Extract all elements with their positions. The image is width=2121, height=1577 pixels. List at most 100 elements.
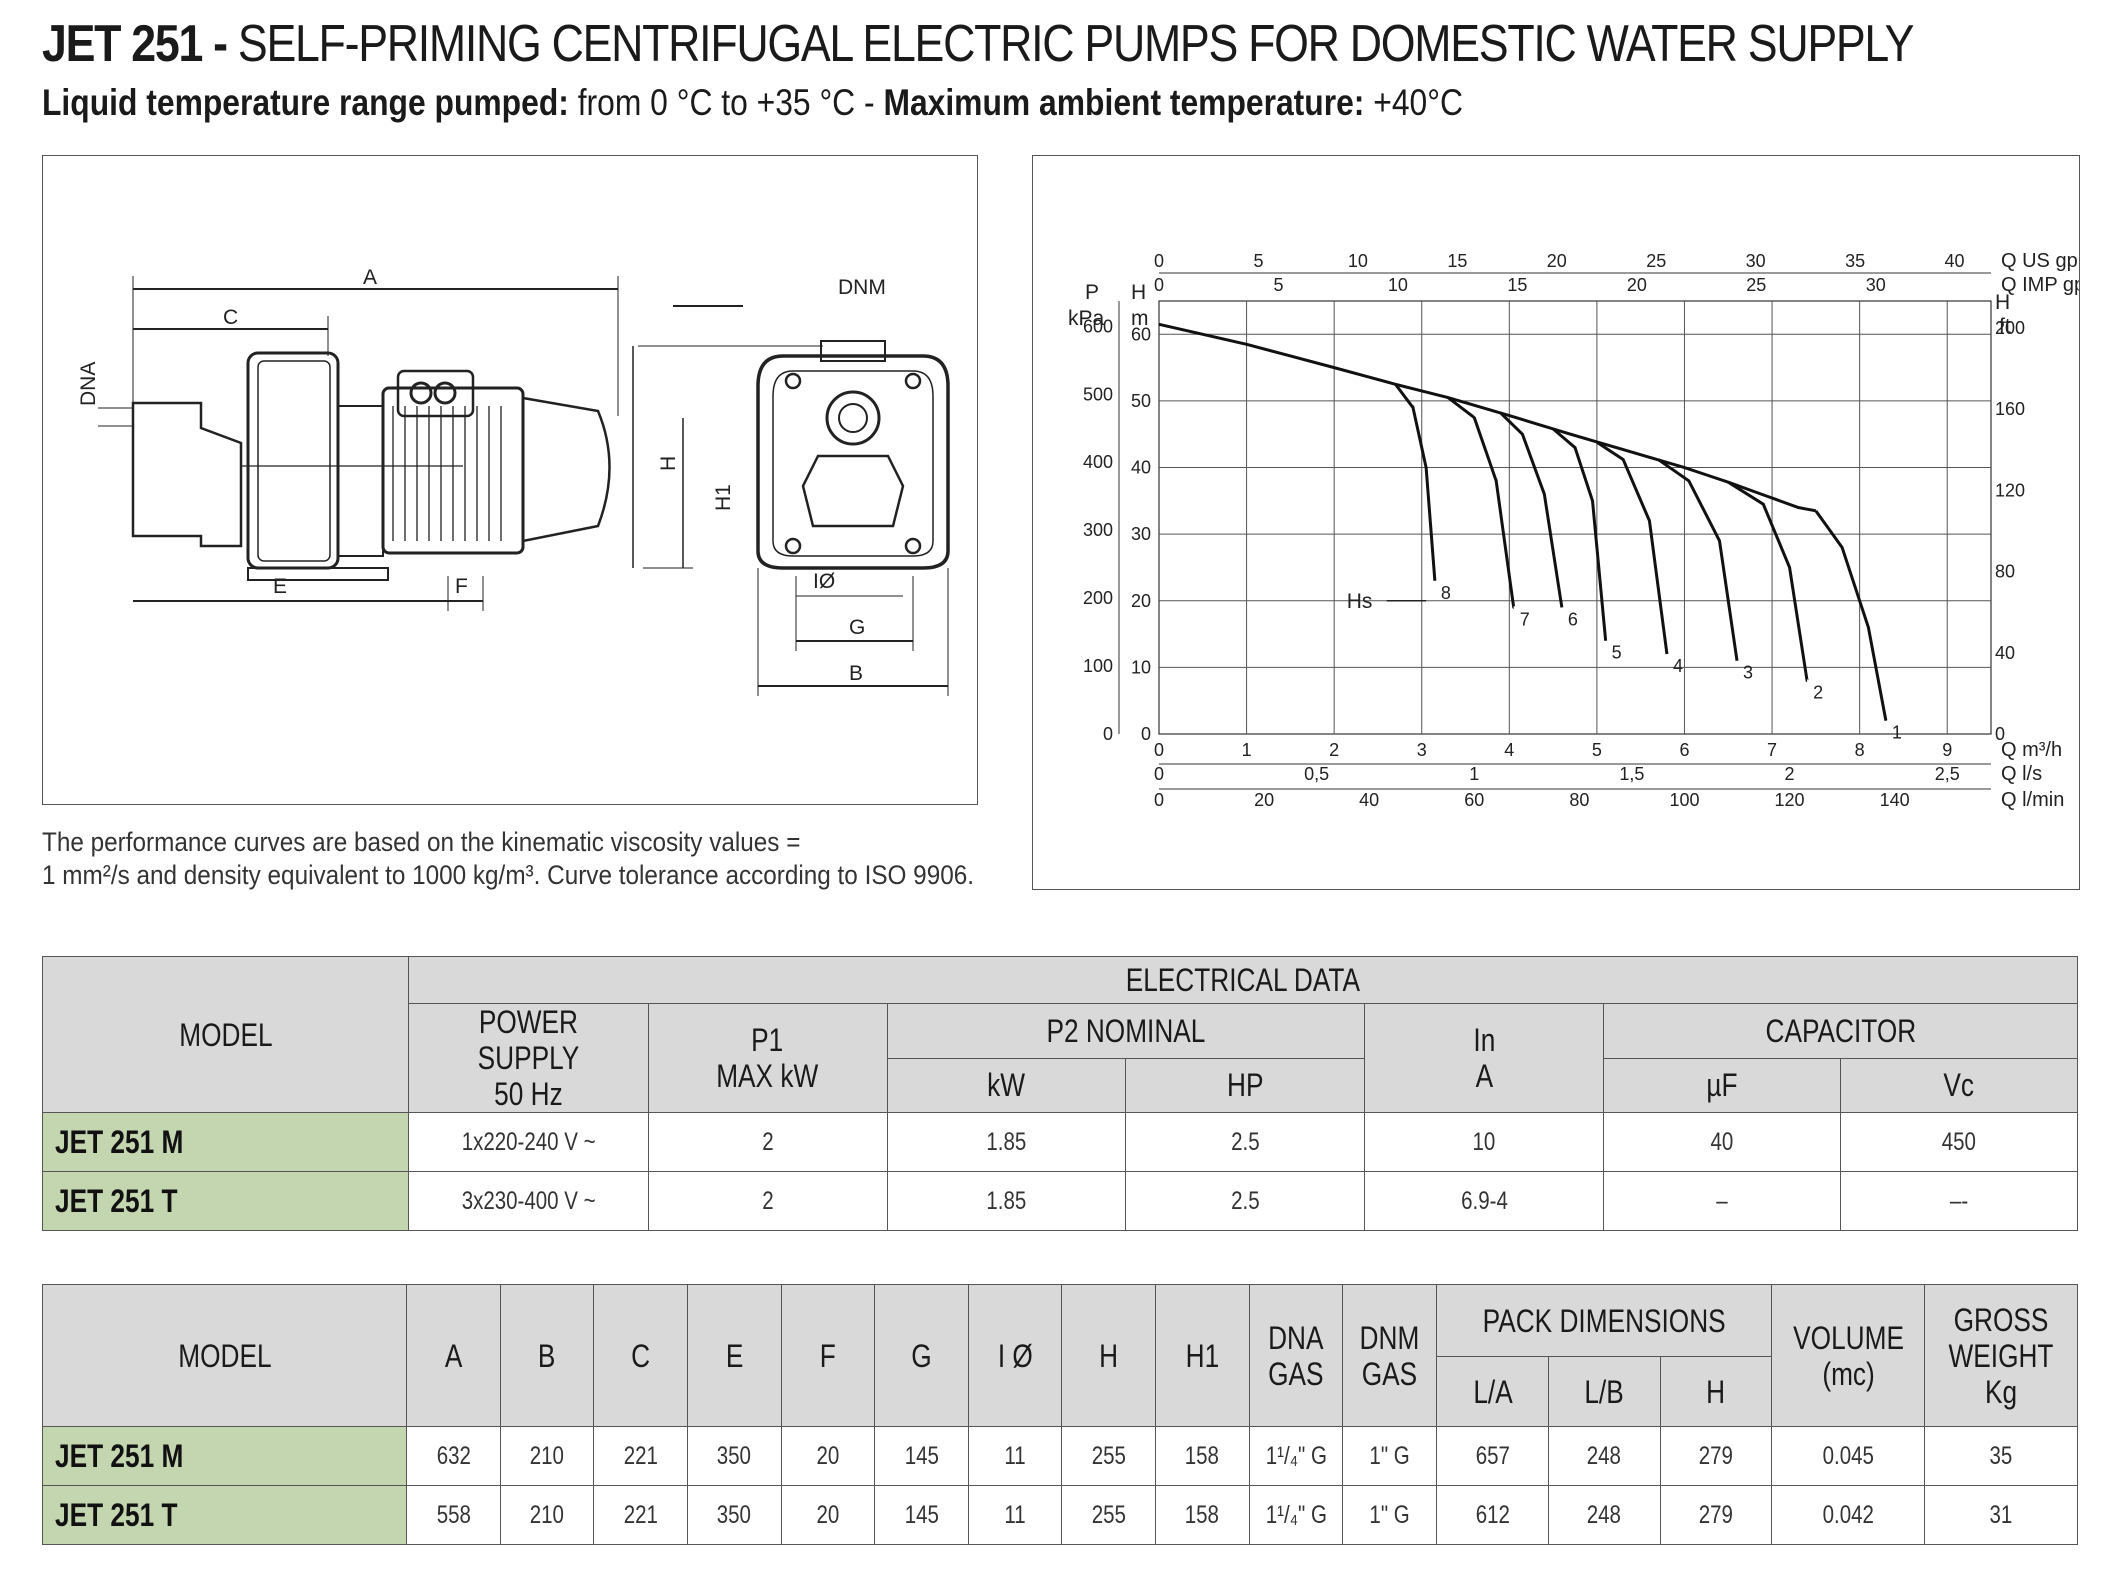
col-header-hp: HP (1125, 1057, 1366, 1113)
col-header-vc: Vc (1840, 1057, 2078, 1113)
dimension-drawing-panel: A C DNA E F DNM H H1 IØ G B (42, 155, 978, 805)
cell-dim: 210 (499, 1485, 595, 1545)
y-tick-kpa: 300 (1083, 520, 1113, 540)
curve-8 (1394, 383, 1437, 581)
cell-dim: 11 (967, 1485, 1063, 1545)
cell-volume: 0.045 (1771, 1426, 1926, 1486)
x-tick-impgpm: 25 (1746, 275, 1766, 295)
cell-pack: 248 (1547, 1485, 1661, 1545)
x-label-lmin: Q l/min (2001, 789, 2064, 811)
x-tick-lmin: 40 (1359, 790, 1379, 810)
curve-2 (1727, 480, 1809, 681)
cell-dim: 158 (1154, 1485, 1250, 1545)
cell-dim: 350 (687, 1426, 782, 1486)
cell-dna: 1¹/₄" G (1248, 1426, 1344, 1486)
cell-volume: 0.042 (1771, 1485, 1926, 1545)
x-tick-m3h: 7 (1767, 740, 1777, 760)
y-tick-kpa: 100 (1083, 656, 1113, 676)
note-line-2: 1 mm²/s and density equivalent to 1000 k… (42, 860, 974, 890)
x-tick-m3h: 2 (1329, 740, 1339, 760)
cell-dim: 255 (1061, 1426, 1156, 1486)
cell-vc: 450 (1840, 1112, 2078, 1172)
col-header-kw: kW (886, 1057, 1127, 1113)
y-tick-m: 60 (1131, 324, 1151, 344)
col-header-model: MODEL (41, 1284, 408, 1427)
x-tick-m3h: 6 (1679, 740, 1689, 760)
x-label-impgpm: Q IMP gpm (2001, 274, 2079, 296)
y-tick-m: 30 (1131, 524, 1151, 544)
cell-kw: 1.85 (886, 1112, 1127, 1172)
dim-label-h: H (657, 456, 680, 471)
x-tick-lmin: 140 (1880, 790, 1910, 810)
x-tick-usgpm: 0 (1154, 251, 1164, 271)
x-tick-ls: 2 (1785, 764, 1795, 784)
y-tick-m: 40 (1131, 458, 1151, 478)
pump-drawing: A C DNA E F DNM H H1 IØ G B (77, 266, 950, 696)
curve-1 (1814, 509, 1888, 721)
cell-uf: 40 (1603, 1112, 1842, 1172)
hs-label: Hs (1347, 590, 1373, 613)
curve-label-1: 1 (1892, 723, 1902, 743)
x-tick-m3h: 4 (1504, 740, 1514, 760)
x-tick-impgpm: 10 (1388, 275, 1408, 295)
cell-power: 1x220-240 V ~ (407, 1112, 649, 1172)
x-tick-lmin: 120 (1775, 790, 1805, 810)
row-model: JET 251 M (42, 1112, 409, 1172)
curve-5 (1552, 427, 1608, 641)
cell-p1: 2 (647, 1171, 888, 1231)
dim-label-e: E (273, 575, 287, 598)
row-model: JET 251 T (41, 1485, 408, 1545)
cell-pack: 612 (1436, 1485, 1549, 1545)
dim-label-io: IØ (813, 570, 835, 593)
x-tick-usgpm: 10 (1348, 251, 1368, 271)
y-tick-ft: 200 (1995, 318, 2025, 338)
col-header-uf: µF (1603, 1057, 1842, 1113)
y-tick-ft: 80 (1995, 562, 2015, 582)
x-tick-ls: 2,5 (1935, 764, 1960, 784)
dim-label-dna: DNA (77, 362, 100, 406)
y-tick-ft: 0 (1995, 724, 2005, 744)
col-header-dim: H (1061, 1284, 1156, 1427)
y-tick-kpa: 600 (1083, 316, 1113, 336)
cell-dim: 632 (406, 1426, 501, 1486)
temperature-info: Liquid temperature range pumped: from 0 … (42, 82, 1463, 124)
y-tick-kpa: 500 (1083, 384, 1113, 404)
liquid-temp-label: Liquid temperature range pumped: (42, 82, 569, 123)
cell-dim: 20 (780, 1485, 876, 1545)
x-tick-m3h: 1 (1242, 740, 1252, 760)
dim-label-g: G (849, 616, 865, 639)
x-tick-m3h: 9 (1942, 740, 1952, 760)
y-tick-m: 50 (1131, 391, 1151, 411)
cell-dim: 158 (1154, 1426, 1250, 1486)
x-tick-usgpm: 20 (1547, 251, 1567, 271)
y-tick-ft: 40 (1995, 643, 2015, 663)
cell-dim: 221 (593, 1485, 689, 1545)
cell-hp: 2.5 (1125, 1112, 1366, 1172)
curve-label-4: 4 (1673, 656, 1683, 676)
cell-in: 10 (1364, 1112, 1605, 1172)
x-tick-usgpm: 25 (1646, 251, 1666, 271)
col-header-pack-sub: H (1659, 1356, 1773, 1427)
table-row: JET 251 M 1x220-240 V ~ 2 1.85 2.5 10 40… (42, 1112, 2078, 1172)
cell-dim: 210 (499, 1426, 595, 1486)
x-label-usgpm: Q US gpm (2001, 250, 2079, 272)
ambient-temp-value: +40°C (1373, 82, 1463, 123)
cell-dim: 221 (593, 1426, 689, 1486)
x-tick-m3h: 8 (1855, 740, 1865, 760)
curve-label-2: 2 (1813, 683, 1823, 703)
x-tick-impgpm: 20 (1627, 275, 1647, 295)
cell-vc: –- (1840, 1171, 2078, 1231)
col-header-model: MODEL (42, 956, 409, 1113)
col-header-pack-sub: L/A (1436, 1356, 1549, 1427)
col-header-dim: E (687, 1284, 782, 1427)
y-label-kpa: kPa (1068, 307, 1105, 330)
cell-dim: 145 (874, 1485, 969, 1545)
cell-dim: 145 (874, 1426, 969, 1486)
